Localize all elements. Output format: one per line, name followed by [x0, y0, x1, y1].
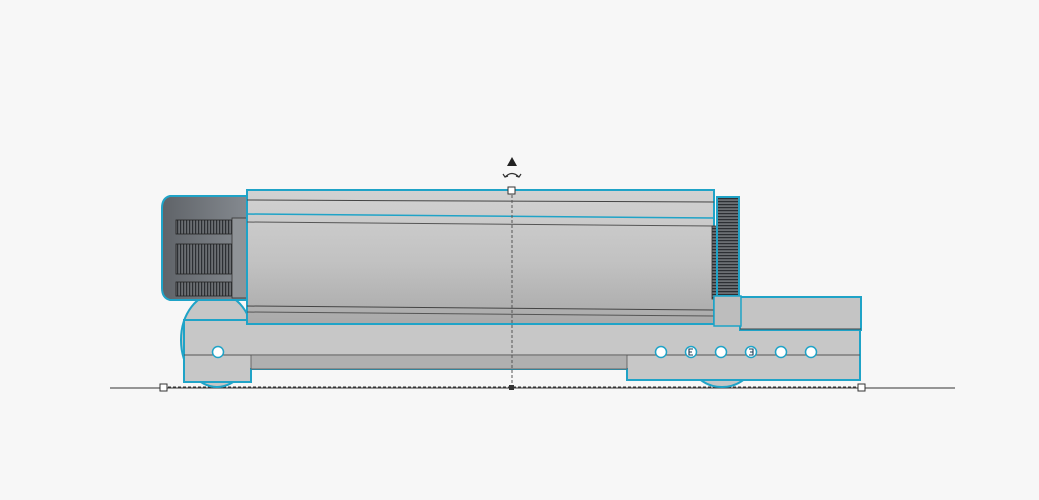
lift-arrow-icon[interactable] [507, 157, 517, 166]
base-hole-3 [684, 345, 698, 359]
top-height-handle[interactable] [507, 186, 516, 195]
rear-mount-block[interactable] [739, 296, 862, 331]
base-hole-6 [774, 345, 788, 359]
rotate-handle-icon[interactable] [502, 172, 522, 178]
right-corner-handle[interactable] [857, 383, 866, 392]
base-hole-7 [804, 345, 818, 359]
main-tube[interactable] [246, 189, 715, 325]
base-hole-1 [211, 345, 225, 359]
base-hole-4 [714, 345, 728, 359]
front-cap[interactable] [161, 195, 249, 301]
bottom-center-handle[interactable] [509, 385, 514, 390]
left-corner-handle[interactable] [159, 383, 168, 392]
rear-knurl-ring[interactable] [711, 196, 742, 327]
base-hole-5 [744, 345, 758, 359]
base-hole-2 [654, 345, 668, 359]
